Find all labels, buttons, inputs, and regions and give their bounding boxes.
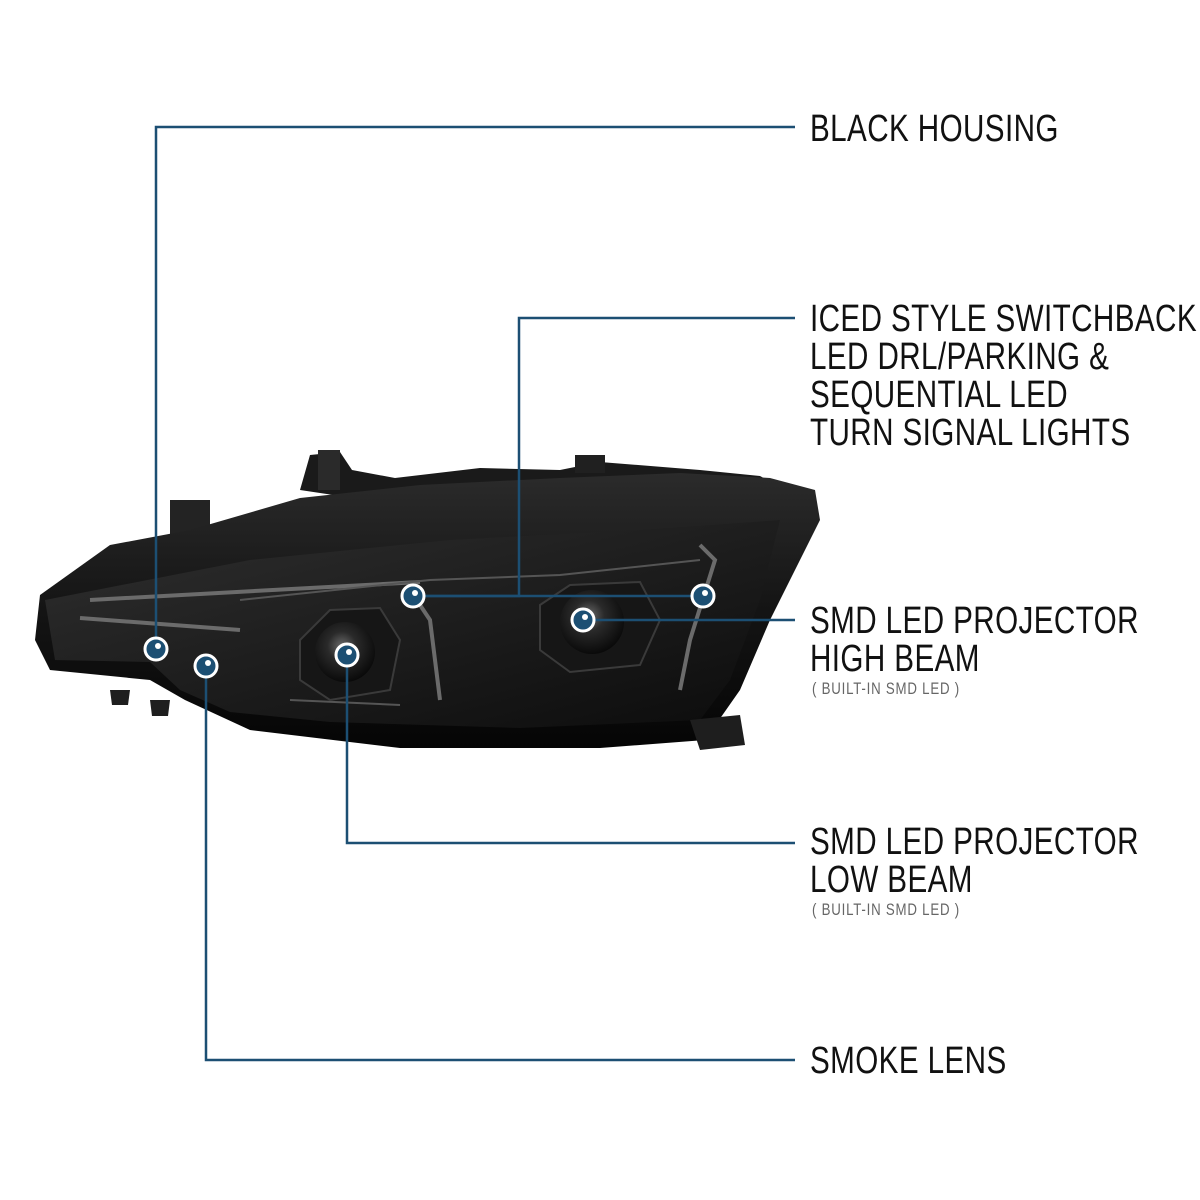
label-switchback-line3: SEQUENTIAL LED	[810, 374, 1069, 416]
dot-switchback-right	[690, 583, 716, 609]
label-high-beam-line2: HIGH BEAM	[810, 638, 980, 680]
dot-switchback-left	[400, 583, 426, 609]
label-high-beam-note: ( BUILT-IN SMD LED )	[812, 679, 960, 698]
dot-low-beam	[334, 642, 360, 668]
label-black-housing: BLACK HOUSING	[810, 108, 1059, 150]
leader-low-beam	[345, 655, 795, 845]
dot-black-housing	[143, 636, 169, 662]
label-low-beam-line2: LOW BEAM	[810, 859, 973, 901]
label-high-beam-line1: SMD LED PROJECTOR	[810, 600, 1139, 642]
leader-lines	[154, 125, 795, 1062]
label-smoke-lens: SMOKE LENS	[810, 1040, 1007, 1082]
label-switchback-line4: TURN SIGNAL LIGHTS	[810, 412, 1131, 454]
housing-bottom-fins	[110, 690, 745, 750]
dot-smoke-lens	[193, 653, 219, 679]
label-switchback-line1: ICED STYLE SWITCHBACK	[810, 298, 1197, 340]
leader-black-housing	[154, 125, 795, 649]
marker-dots	[143, 583, 716, 679]
leader-smoke-lens	[204, 666, 795, 1062]
dot-high-beam	[570, 607, 596, 633]
label-switchback-line2: LED DRL/PARKING &	[810, 336, 1110, 378]
label-low-beam-note: ( BUILT-IN SMD LED )	[812, 900, 960, 919]
label-low-beam-line1: SMD LED PROJECTOR	[810, 821, 1139, 863]
